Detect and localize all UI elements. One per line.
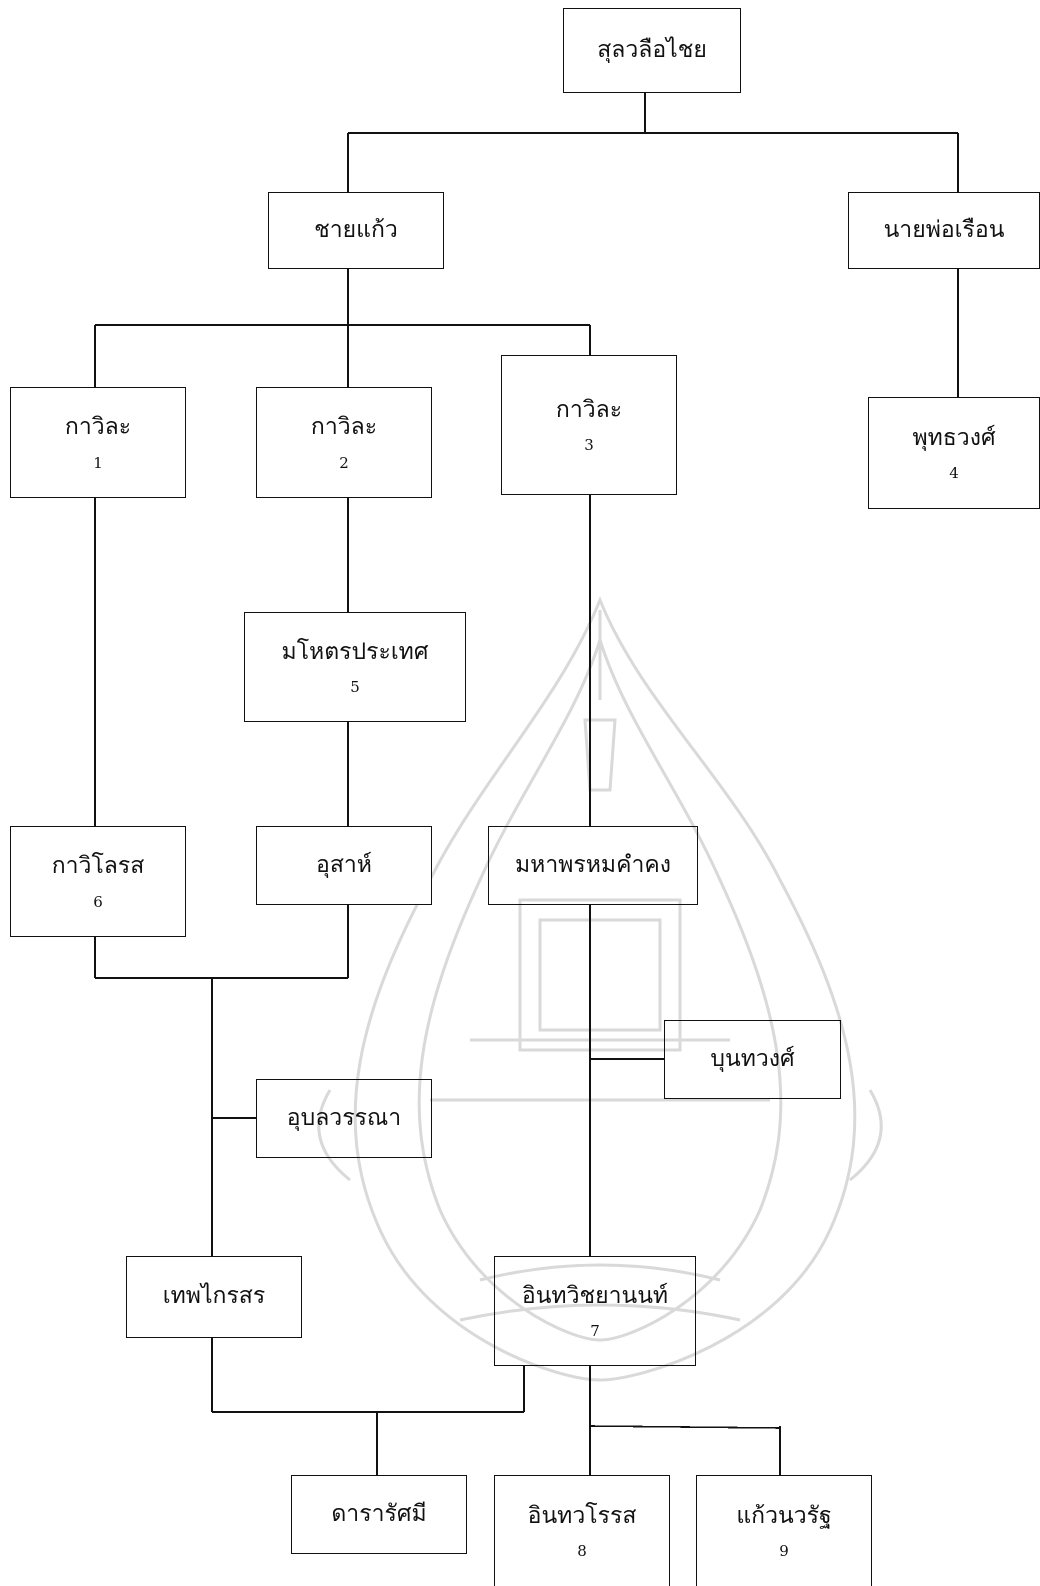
node-label: นายพ่อเรือน [883,216,1005,243]
node-kawila-2: กาวิละ 2 [256,387,432,498]
node-kaew-nawarat: แก้วนวรัฐ 9 [696,1475,872,1586]
node-sulawalue-chai: สุลวลือไชย [563,8,741,93]
node-number: 7 [590,1322,600,1341]
node-number: 1 [93,453,103,472]
node-inthawichayanon: อินทวิชยานนท์ 7 [494,1256,696,1366]
node-phutthawong: พุทธวงศ์ 4 [868,397,1040,509]
node-ubon-wanna: อุบลวรรณา [256,1079,432,1158]
node-label: อุบลวรรณา [286,1104,402,1131]
node-label: แก้วนวรัฐ [736,1502,832,1529]
node-bunthawong: บุนทวงศ์ [664,1020,841,1099]
node-label: กาวิละ [555,396,623,423]
node-chai-kaew: ชายแก้ว [268,192,444,269]
node-label: อุสาห์ [316,851,372,878]
node-kawila-1: กาวิละ 1 [10,387,186,498]
node-label: มหาพรหมคำคง [515,851,671,878]
node-number: 3 [584,436,594,455]
node-number: 4 [949,464,959,483]
node-number: 5 [350,678,360,697]
node-label: มโหตรประเทศ [281,638,429,665]
node-number: 9 [779,1542,789,1561]
node-usah: อุสาห์ [256,826,432,905]
node-number: 2 [339,453,349,472]
node-label: สุลวลือไชย [597,36,707,63]
node-label: ดารารัศมี [331,1500,427,1527]
node-mahotara-prathet: มโหตรประเทศ 5 [244,612,466,722]
node-dara-rasmi: ดารารัศมี [291,1475,467,1554]
node-label: อินทวิชยานนท์ [521,1282,669,1309]
node-label: ชายแก้ว [314,216,398,243]
node-label: บุนทวงศ์ [710,1045,795,1072]
node-maha-phrom-kham-khong: มหาพรหมคำคง [488,826,698,905]
node-thep-kraisorn: เทพไกรสร [126,1256,302,1338]
node-inthawaroros: อินทวโรรส 8 [494,1475,670,1586]
node-label: อินทวโรรส [527,1502,637,1529]
node-label: เทพไกรสร [162,1283,266,1310]
node-label: กาวิโลรส [51,853,145,880]
node-label: กาวิละ [64,414,132,441]
node-number: 8 [577,1542,587,1561]
node-kawilorot: กาวิโลรส 6 [10,826,186,937]
node-label: พุทธวงศ์ [912,424,996,451]
node-kawila-3: กาวิละ 3 [501,355,677,495]
node-nai-phor-ruean: นายพ่อเรือน [848,192,1040,269]
node-number: 6 [93,892,103,911]
node-label: กาวิละ [310,414,378,441]
